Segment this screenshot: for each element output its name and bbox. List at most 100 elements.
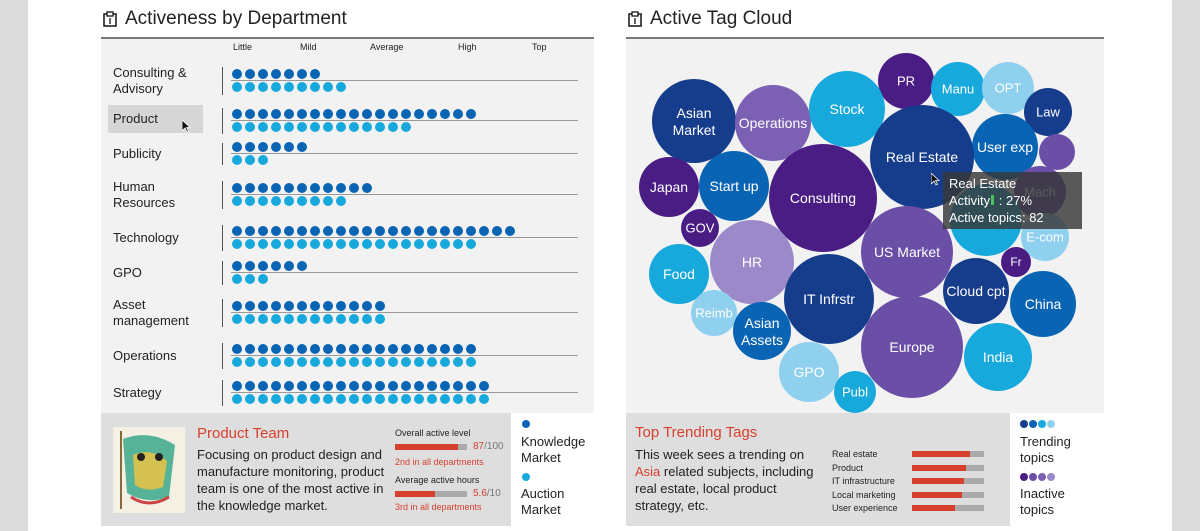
bubble-it-infrstr[interactable]: IT Infrstr [784,254,874,344]
bubble-china[interactable]: China [1010,271,1076,337]
activity-dot [427,357,437,367]
metric-active-hours-rank-text: in all departments [408,502,482,512]
level-label-mild: Mild [300,42,317,52]
department-label-line: Human [113,179,155,194]
metric-active-hours-label: Average active hours [395,475,480,485]
bubble-label-start-up: Start up [709,178,758,194]
activity-dot [284,82,294,92]
activity-dot [336,109,346,119]
bubble-start-up[interactable]: Start up [699,151,769,221]
bubble-stock[interactable]: Stock [809,71,885,147]
activity-dot [232,357,242,367]
department-axis-tick [222,225,223,251]
legend-dot-lavender [1047,473,1055,481]
auction-dots [232,196,346,206]
bubble-user-exp[interactable]: User exp [972,114,1038,180]
activity-dot [401,226,411,236]
activity-dot [271,357,281,367]
bubble-cloud-cpt[interactable]: Cloud cpt [943,258,1009,324]
activity-dot [427,239,437,249]
bubble-operations[interactable]: Operations [735,85,811,161]
activity-dot [310,109,320,119]
tooltip-activity-label: Activity [949,193,991,208]
bubble-japan[interactable]: Japan [639,157,699,217]
activity-dot [245,274,255,284]
bubble-label-gpo: GPO [793,364,824,380]
activity-dot [453,226,463,236]
activity-dot [284,381,294,391]
department-label: Consulting &Advisory [113,65,187,97]
activity-dot [284,183,294,193]
bubble-manu[interactable]: Manu [931,62,985,116]
bubble-hr[interactable]: HR [710,220,794,304]
bubble-law[interactable]: Law [1024,88,1072,136]
bubble-label-consulting: Consulting [790,190,856,206]
department-row[interactable]: Publicity [101,140,594,168]
bubble-india[interactable]: India [964,323,1032,391]
auction-dots [232,357,476,367]
activity-dot [427,394,437,404]
level-label-high: High [458,42,477,52]
bubble-reimb[interactable]: Reimb [691,290,737,336]
tooltip-activity-value: : 27% [995,193,1033,208]
activity-dot [466,226,476,236]
bubble-europe[interactable]: Europe [861,296,963,398]
activity-dot [453,109,463,119]
trending-tag-fill [912,464,966,471]
activity-dot [232,196,242,206]
department-row[interactable]: Technology [101,222,594,254]
department-row[interactable]: GPO [101,258,594,288]
activity-dot [388,357,398,367]
bubble-consulting[interactable]: Consulting [769,144,877,252]
activity-dot [323,239,333,249]
department-label-line: Product [113,111,158,126]
bubble-opt[interactable]: OPT [982,62,1034,114]
tagcloud-title-text: Active Tag Cloud [650,8,793,29]
activity-dot [245,122,255,132]
bubble-gov[interactable]: GOV [681,209,719,247]
activity-dot [297,122,307,132]
activity-dot [297,226,307,236]
activity-dot [271,142,281,152]
department-row[interactable]: Consulting &Advisory [101,64,594,98]
auction-legend-line1: Auction [521,486,565,501]
inactive-legend-line2: topics [1020,502,1054,517]
department-row[interactable]: Product [101,105,594,137]
clipboard-icon [628,11,642,27]
activity-dot [245,301,255,311]
bubble-food[interactable]: Food [649,244,709,304]
department-baseline [231,272,578,273]
activity-dot [310,381,320,391]
bubble-label-china: China [1025,296,1062,312]
bubble-label-japan: Japan [650,179,688,195]
knowledge-dots [232,301,385,311]
bubble-fr[interactable]: Fr [1001,247,1031,277]
activity-dot [258,381,268,391]
activity-dot [440,109,450,119]
legend-dot-mauve [1038,473,1046,481]
department-row[interactable]: Strategy [101,377,594,409]
activity-dot [232,183,242,193]
activity-dot [245,82,255,92]
activity-dot [297,183,307,193]
bubble-publ[interactable]: Publ [834,371,876,413]
bubble-unlabeled[interactable] [1039,134,1075,170]
team-card-description: Focusing on product design and manufactu… [197,447,385,513]
activity-dot [414,226,424,236]
bubble-us-market[interactable]: US Market [861,206,953,298]
department-row[interactable]: Operations [101,340,594,372]
activity-dot [453,394,463,404]
bubble-pr[interactable]: PR [878,53,934,109]
bubble-label-cloud-cpt: Cloud cpt [946,283,1005,299]
activity-dot [362,381,372,391]
bubble-gpo[interactable]: GPO [779,342,839,402]
department-label-line: Asset [113,297,146,312]
trending-tag-label: Local marketing [832,489,896,500]
activity-dot [440,344,450,354]
metric-active-hours-fill [395,491,436,497]
